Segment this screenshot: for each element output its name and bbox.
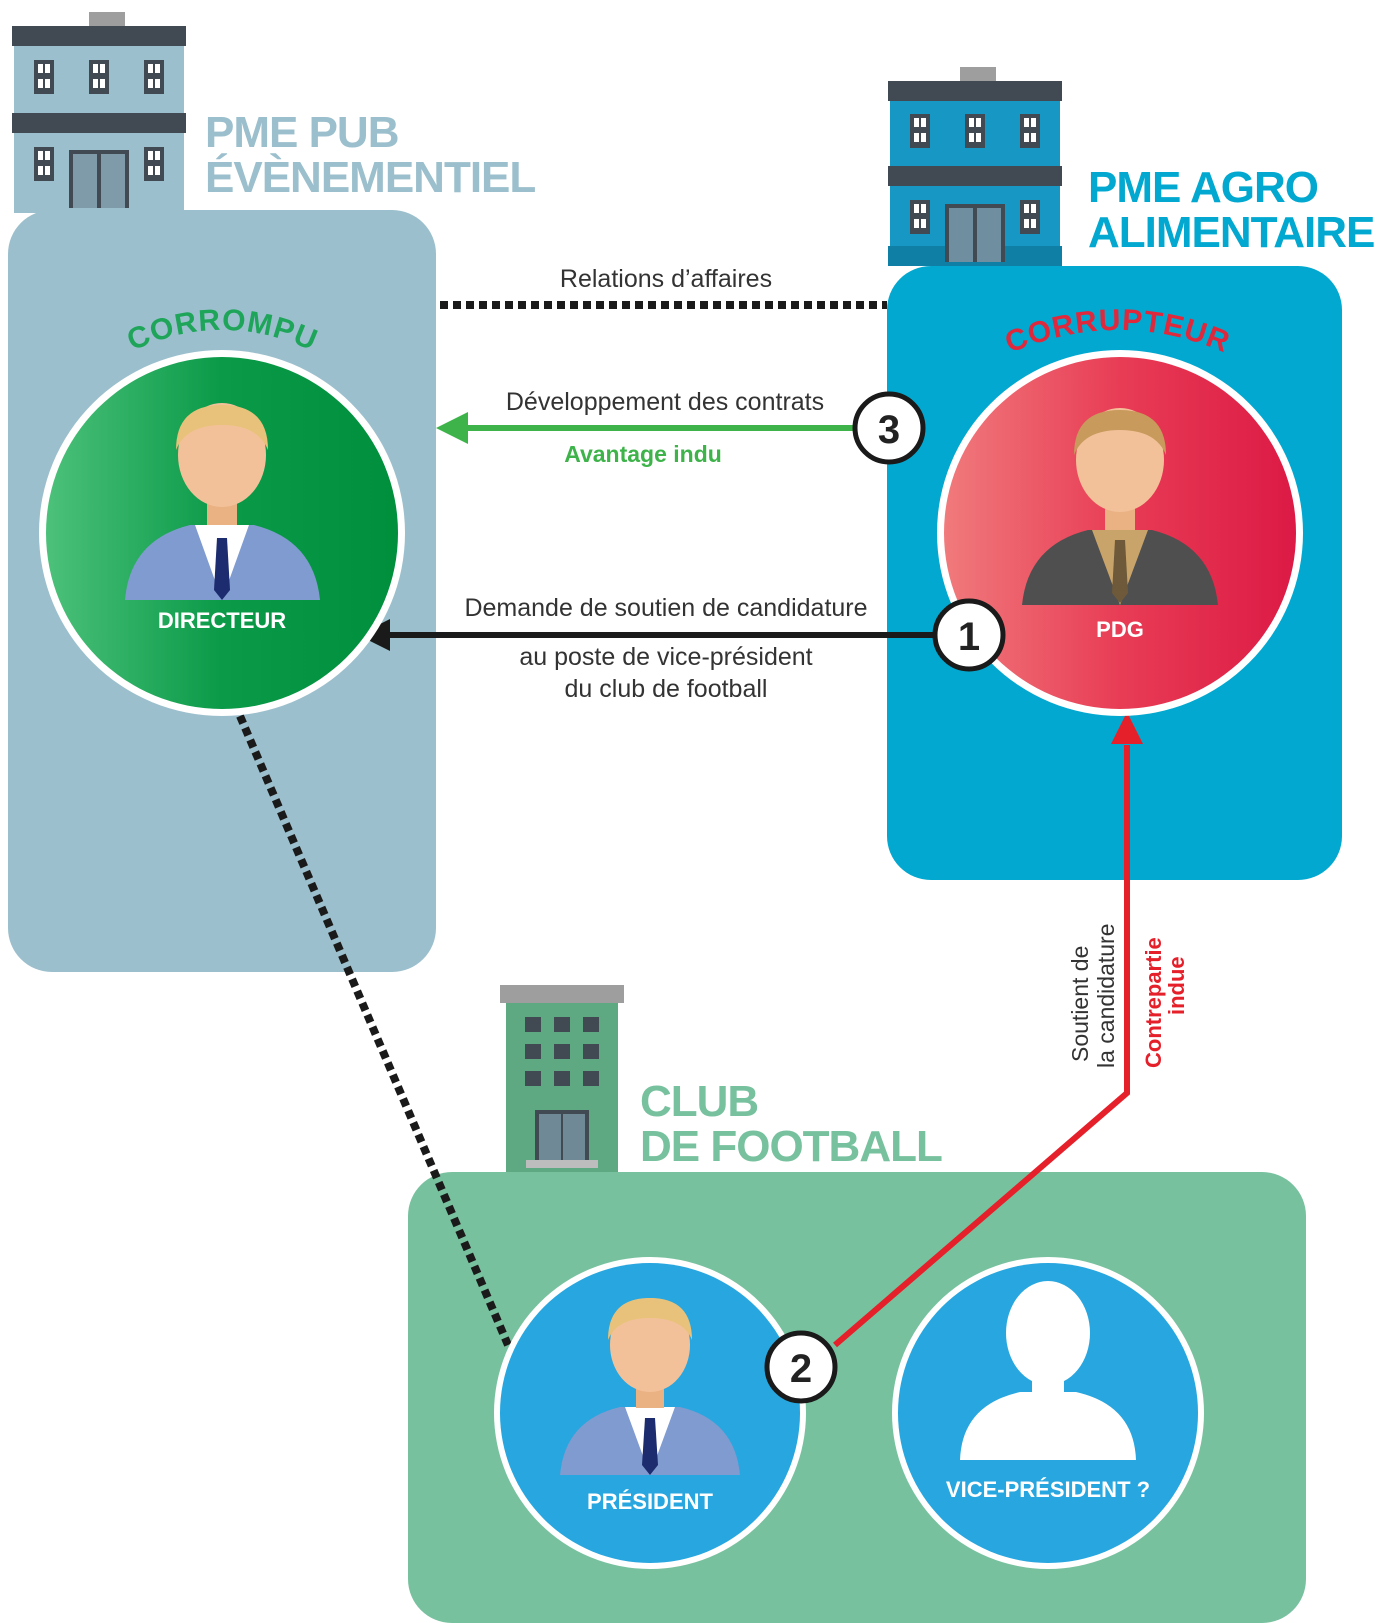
president-avatar-icon	[560, 1298, 740, 1475]
step3-badge: 3	[852, 391, 926, 465]
pdg-node: PDG	[937, 350, 1303, 716]
step2-badge: 2	[764, 1330, 838, 1404]
business-relation-label: Relations d’affaires	[560, 265, 772, 293]
directeur-label: DIRECTEUR	[158, 608, 286, 633]
step1-label-line1: Demande de soutien de candidature	[464, 594, 867, 622]
step2-label-line1: Soutient de	[1067, 946, 1093, 1062]
step1-arrow-head	[358, 619, 390, 651]
step1-label-line3: du club de football	[565, 675, 768, 703]
directeur-avatar-icon	[125, 403, 320, 600]
club-title-line2: DE FOOTBALL	[640, 1122, 942, 1171]
agro-building-icon	[888, 67, 1062, 266]
directeur-president-link	[236, 714, 512, 1347]
step2-label-line2: la candidature	[1093, 924, 1119, 1069]
step1-label-line2: au poste de vice-président	[519, 643, 812, 671]
club-title-line1: CLUB	[640, 1077, 758, 1126]
club-building-icon	[500, 985, 624, 1175]
step2-arrow-line	[833, 745, 1130, 1348]
pdg-label: PDG	[1096, 617, 1144, 642]
pub-building-icon	[12, 12, 186, 213]
step2-arrow-head	[1111, 712, 1143, 744]
step3-sublabel: Avantage indu	[564, 441, 722, 467]
step2-label-line4: indue	[1164, 956, 1189, 1015]
svg-text:1: 1	[958, 615, 980, 659]
step3-label: Développement des contrats	[506, 388, 824, 416]
directeur-node: DIRECTEUR	[39, 350, 405, 716]
pub-title-line2: ÉVÈNEMENTIEL	[205, 152, 535, 202]
step3-arrow-head	[436, 412, 468, 444]
vice-president-node: VICE-PRÉSIDENT ?	[892, 1257, 1204, 1569]
pub-title-line1: PME PUB	[205, 108, 398, 157]
svg-text:2: 2	[790, 1347, 812, 1391]
president-label: PRÉSIDENT	[587, 1489, 713, 1514]
agro-title-line2: ALIMENTAIRE	[1088, 208, 1374, 257]
pdg-avatar-icon	[1022, 408, 1218, 605]
step2-label-line3: Contrepartie	[1141, 937, 1166, 1068]
president-node: PRÉSIDENT	[494, 1257, 806, 1569]
unknown-person-icon	[960, 1281, 1136, 1460]
agro-title-line1: PME AGRO	[1088, 163, 1318, 212]
svg-text:3: 3	[878, 408, 900, 452]
vice-president-label: VICE-PRÉSIDENT ?	[946, 1477, 1150, 1502]
step1-badge: 1	[932, 598, 1006, 672]
